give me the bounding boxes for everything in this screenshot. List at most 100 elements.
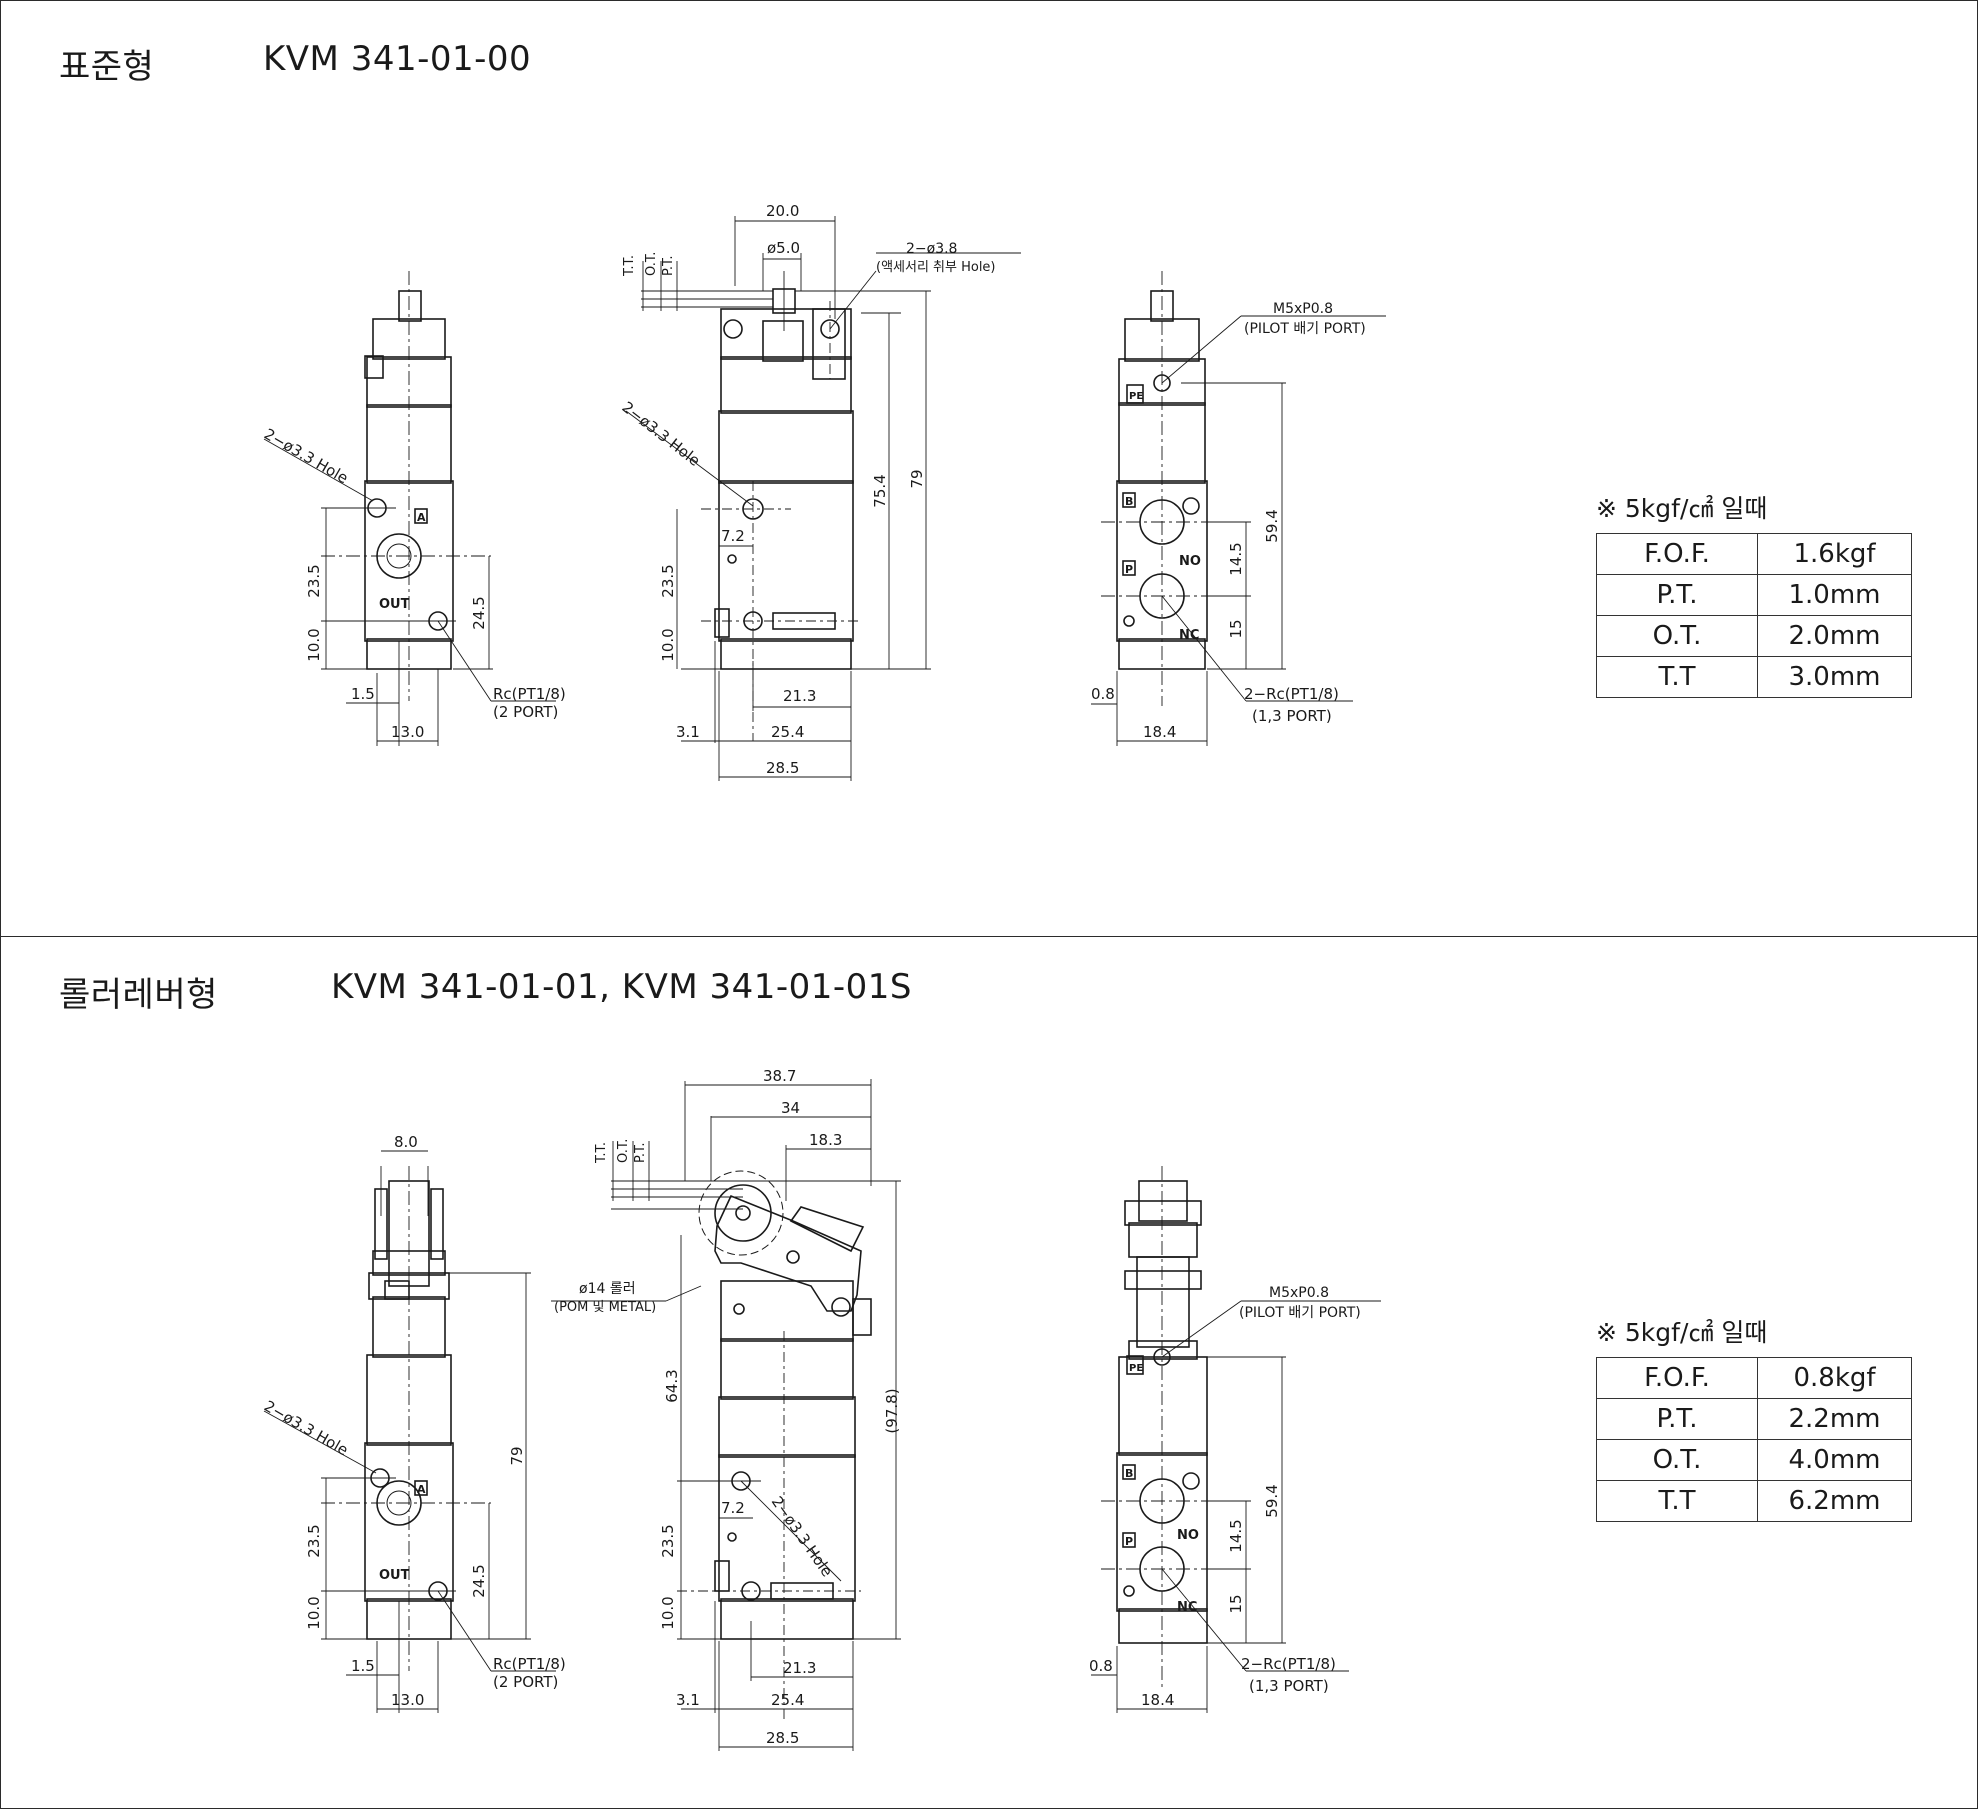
label-out: OUT — [379, 1568, 410, 1583]
dim-79: 79 — [508, 1446, 526, 1465]
dim-59-4: 59.4 — [1263, 509, 1281, 542]
label-nc: NC — [1179, 628, 1199, 643]
port-rc2-sub: (1,3 PORT) — [1252, 707, 1332, 725]
label-hole-side: 2−ø3.3 Hole — [261, 1397, 351, 1459]
spec-key: F.O.F. — [1596, 1357, 1758, 1399]
dim-18-4: 18.4 — [1143, 723, 1176, 741]
dim-25-4: 25.4 — [771, 1691, 804, 1709]
spec-value: 0.8kgf — [1757, 1357, 1912, 1399]
label-p: P — [1125, 1535, 1133, 1548]
spec-note: ※ 5kgf/㎠ 일때 — [1596, 494, 1768, 523]
port-rc-sub: (2 PORT) — [493, 703, 558, 721]
front-view-labels: 38.7 34 18.3 T.T. O.T. P.T. ø14 롤러 (POM … — [554, 1067, 901, 1747]
table-row: O.T.2.0mm — [1596, 615, 1912, 657]
dim-10: 10.0 — [305, 628, 323, 661]
section-model-number: KVM 341-01-00 — [263, 39, 532, 79]
dim-21-3: 21.3 — [783, 1659, 816, 1677]
label-pe: PE — [1129, 1363, 1143, 1374]
dim-34: 34 — [781, 1099, 800, 1117]
label-pilot-sub: (PILOT 배기 PORT) — [1239, 1305, 1361, 1321]
label-ot: O.T. — [616, 1139, 631, 1163]
dim-23-5b: 23.5 — [659, 1524, 677, 1557]
dim-15: 15 — [1227, 619, 1245, 638]
port-rc2-sub: (1,3 PORT) — [1249, 1677, 1329, 1695]
spec-value: 6.2mm — [1757, 1480, 1912, 1522]
dim-28-5: 28.5 — [766, 1729, 799, 1747]
port-rc: Rc(PT1/8) — [493, 685, 566, 703]
dim-7-2: 7.2 — [721, 1499, 745, 1517]
spec-note: ※ 5kgf/㎠ 일때 — [1596, 1318, 1768, 1347]
dim-13: 13.0 — [391, 1691, 424, 1709]
spec-key: O.T. — [1596, 1439, 1758, 1481]
dim-23-5: 23.5 — [305, 564, 323, 597]
label-acc-hole: 2−ø3.8 — [906, 241, 957, 257]
label-a: A — [417, 511, 426, 524]
spec-key: F.O.F. — [1596, 533, 1758, 575]
label-tt: T.T. — [594, 1142, 609, 1164]
dim-24-5: 24.5 — [470, 1564, 488, 1597]
label-acc-hole-sub: (액세서리 취부 Hole) — [876, 260, 996, 275]
dim-8: 8.0 — [394, 1133, 418, 1151]
spec-value: 1.0mm — [1757, 574, 1912, 616]
dim-21-3: 21.3 — [783, 687, 816, 705]
side-view — [263, 1150, 556, 1713]
dim-79: 79 — [908, 469, 926, 488]
spec-key: T.T — [1596, 1480, 1758, 1522]
label-b: B — [1125, 495, 1133, 508]
section-type-label: 표준형 — [59, 47, 155, 87]
label-pt: P.T. — [661, 256, 676, 276]
spec-value: 4.0mm — [1757, 1439, 1912, 1481]
label-hole-front: 2−ø3.3 Hole — [768, 1493, 837, 1580]
label-roller-sub: (POM 및 METAL) — [554, 1300, 656, 1315]
label-pilot: M5xP0.8 — [1273, 301, 1333, 317]
label-a: A — [417, 1483, 426, 1496]
side-view — [263, 271, 556, 746]
dim-64-3: 64.3 — [663, 1369, 681, 1402]
dim-10: 10.0 — [305, 1596, 323, 1629]
side-view-labels: 2−ø3.3 Hole 23.5 10.0 24.5 1.5 13.0 Rc(P… — [261, 425, 566, 741]
dim-7-2: 7.2 — [721, 527, 745, 545]
dim-3-1: 3.1 — [676, 1691, 700, 1709]
standard-type-panel: 표준형 KVM 341-01-00 — [0, 0, 1978, 937]
spec-value: 2.2mm — [1757, 1398, 1912, 1440]
port-rc-sub: (2 PORT) — [493, 1673, 558, 1691]
dim-10b: 10.0 — [659, 1596, 677, 1629]
label-hole-front: 2−ø3.3 Hole — [619, 398, 704, 470]
label-no: NO — [1179, 554, 1201, 569]
label-p: P — [1125, 563, 1133, 576]
dim-23-5: 23.5 — [305, 1524, 323, 1557]
dim-3-1: 3.1 — [676, 723, 700, 741]
label-pe: PE — [1129, 391, 1143, 402]
rear-view — [1091, 1166, 1381, 1713]
spec-value: 1.6kgf — [1757, 533, 1912, 575]
rear-view-labels: M5xP0.8 (PILOT 배기 PORT) PE B P NO NC 59.… — [1089, 1285, 1361, 1709]
label-pilot-sub: (PILOT 배기 PORT) — [1244, 321, 1366, 337]
label-tt: T.T. — [622, 255, 637, 277]
front-view — [625, 216, 1021, 781]
dim-0-8: 0.8 — [1089, 1657, 1113, 1675]
roller-lever-type-panel: 롤러레버형 KVM 341-01-01, KVM 341-01-01S — [0, 936, 1978, 1809]
spec-key: P.T. — [1596, 1398, 1758, 1440]
dim-14-5: 14.5 — [1227, 1519, 1245, 1552]
roller-lever-type-drawing: 8.0 2−ø3.3 Hole 79 23.5 10.0 24.5 1.5 13… — [261, 1067, 1381, 1751]
label-nc: NC — [1177, 1600, 1197, 1615]
dim-20: 20.0 — [766, 202, 799, 220]
dim-15: 15 — [1227, 1594, 1245, 1613]
table-row: P.T.1.0mm — [1596, 574, 1912, 616]
label-pt: P.T. — [633, 1143, 648, 1163]
spec-table-standard: ※ 5kgf/㎠ 일때 F.O.F.1.6kgf P.T.1.0mm O.T.2… — [1596, 489, 1912, 698]
front-view-labels: T.T. O.T. P.T. 20.0 ø5.0 2−ø3.8 (액세서리 취부… — [619, 202, 996, 777]
dim-13: 13.0 — [391, 723, 424, 741]
rear-view — [1091, 271, 1386, 746]
front-view — [551, 1079, 901, 1751]
dim-23-5b: 23.5 — [659, 564, 677, 597]
spec-key: T.T — [1596, 656, 1758, 698]
dim-75-4: 75.4 — [871, 474, 889, 507]
dim-38-7: 38.7 — [763, 1067, 796, 1085]
dim-1-5: 1.5 — [351, 685, 375, 703]
dim-14-5: 14.5 — [1227, 542, 1245, 575]
